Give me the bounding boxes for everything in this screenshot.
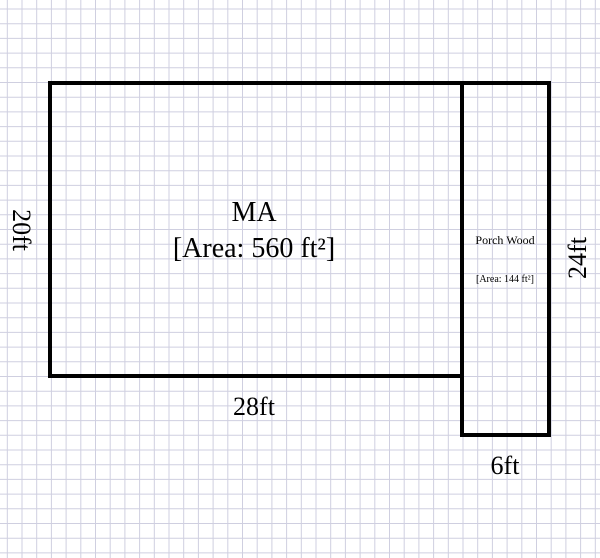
main-area-area: [Area: 560 ft²] xyxy=(173,233,335,264)
porch-area: [Area: 144 ft²] xyxy=(476,274,534,285)
porch-height-label: 24ft xyxy=(563,236,592,279)
porch-label: Porch Wood xyxy=(475,233,534,247)
main-area-width-label: 28ft xyxy=(233,392,276,421)
main-area-height-label: 20ft xyxy=(7,209,36,252)
main-area-label: MA xyxy=(231,197,277,228)
porch-room[interactable] xyxy=(460,81,551,437)
porch-width-label: 6ft xyxy=(491,451,521,480)
